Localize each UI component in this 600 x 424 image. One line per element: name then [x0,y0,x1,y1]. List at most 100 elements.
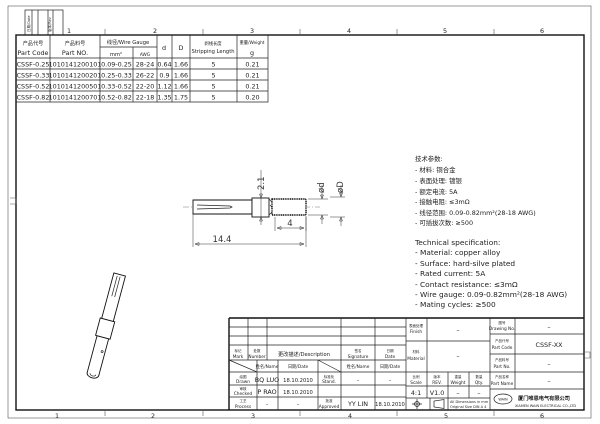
wire-mm2: 0.25-0.33 [101,72,132,80]
part-code: CSSF-0.25 [17,61,50,69]
spec-cn-title: 技术参数: [415,154,443,163]
d-value: 0.64 [157,61,171,69]
checked-label: Checked [234,391,253,397]
approved-label-cn: 批准 [326,398,334,403]
ruler-label: 4 [348,412,352,420]
stripping-length: 5 [211,94,215,102]
D-value: 1.66 [174,61,188,69]
ruler-label: 6 [540,27,544,35]
dim-strip-length: 4 [287,219,292,229]
header-d: d [162,44,166,52]
header-stripping-length: Stripping Length [191,49,234,55]
drawing-no-label: Drawing No. [489,326,515,332]
mark-label-cn: 标记 [235,348,242,353]
d-value: 1.35 [157,94,171,102]
weight-value: – [456,389,459,397]
header-weight-unit: g [250,49,254,57]
connector-isometric-view [86,272,127,379]
stand-label-cn: 标准化 [324,374,335,379]
checked-name: P RAO [257,388,276,396]
stripping-length: 5 [211,72,215,80]
part-code-value: CSSF-XX [536,341,564,349]
rev-label: REV. [432,380,441,386]
logo-text: WAIN [498,398,508,402]
qty-label-cn: 数量 [476,374,484,379]
weight-value: 0.21 [245,83,259,91]
signature-label: Signature [348,354,369,360]
wire-mm2: 0.33-0.52 [101,83,132,91]
collar [251,197,270,218]
drawn-date: 18.10.2010 [283,378,313,384]
ruler-bottom: 1 2 3 4 5 6 [10,197,591,420]
scale-label: Scale [410,380,422,386]
weight-value: 0.21 [245,61,259,69]
part-code: CSSF-0.82 [17,94,50,102]
finish-value: – [456,326,459,334]
part-code-label-cn: 产品代号 [495,338,509,343]
spec-en-line: - Material: copper alloy [415,248,501,257]
first-angle-projection-icon [412,399,445,409]
header-D: D [179,44,184,52]
stand-name: – [357,378,360,384]
part-no-value: – [547,360,550,368]
ruler-top: 1 2 3 4 5 6 [67,27,544,35]
ruler-label: 2 [151,412,155,420]
number-label: Number [248,354,265,360]
drawn-name: BQ LUO [255,376,279,384]
part-code: CSSF-0.33 [17,72,50,80]
header-mm2: mm² [110,52,122,58]
size-note: Original Size DIN A 4 [450,405,487,409]
D-value: 1.66 [174,83,188,91]
wire-mm2: 0.52-0.82 [101,94,132,102]
connector-side-view: 2.1 4 14.4 ød øD [183,170,346,247]
spec-cn-line: - 可插拔次数: ≥500 [415,218,473,227]
wire-awg: 26-22 [136,72,155,80]
approved-name: YY LIN [347,400,368,408]
revision-block: 日期/Date 版本/Rev [24,9,64,36]
header-stripping-cn: 剥线长度 [204,40,222,47]
scale-label-cn: 比例 [413,374,421,379]
part-no-label: Part No. [494,364,511,370]
ruler-label: 1 [55,412,59,420]
scale-value: 4:1 [411,389,421,397]
finish-label: Finish [410,329,423,335]
part-no-label-cn: 产品料号 [495,357,509,362]
rev-date-label: 日期/Date [26,15,31,32]
drawn-label: Drawn [236,379,250,385]
spec-en-line: - Surface: hard-silve plated [415,259,515,268]
spec-en-line: - Mating cycles: ≥500 [415,300,496,309]
date-label-cn: 日期 [387,348,395,353]
date-header: 日期/Date [288,364,309,370]
process-label: Process [235,404,252,410]
technical-spec-cn: 技术参数: - 材料: 铜合金 - 表面处理: 镀银 - 额定电流: 5A - … [415,154,536,227]
ruler-label: 3 [251,412,255,420]
approved-date: 18.10.2010 [375,402,405,408]
part-no: 1010141200501 [49,83,102,91]
part-code-label: Part Code [492,345,513,351]
ruler-label: 5 [443,27,447,35]
D-value: 1.66 [174,72,188,80]
pin-body [192,199,253,215]
dimension-lines [192,170,345,247]
ruler-label: 6 [540,412,544,420]
spec-en-line: - Wire gauge: 0.09-0.82mm²(28-18 AWG) [415,290,567,299]
title-block: 标记 Mark 处数 Number 更改描述/Description 签名 Si… [228,317,584,410]
material-value: – [456,352,459,360]
weight-value: 0.21 [245,72,259,80]
signature-label-cn: 签名 [355,348,362,353]
finish-label-cn: 表面处理 [409,323,423,328]
dim-inner-diameter: ød [317,182,327,193]
drawing-no-value: – [547,323,550,331]
qty-label: Qty. [475,380,483,386]
company-name: XIAMEN WAIN ELECTRICAL CO.,LTD [515,404,576,408]
header-awg: AWG [140,52,150,58]
part-no: 1010141200201 [49,72,102,80]
wire-mm2: 0.09-0.25 [101,61,132,69]
part-no: 1010141200701 [49,94,102,102]
dim-total-length: 14.4 [213,235,232,245]
stand-label: Stand. [322,379,336,385]
